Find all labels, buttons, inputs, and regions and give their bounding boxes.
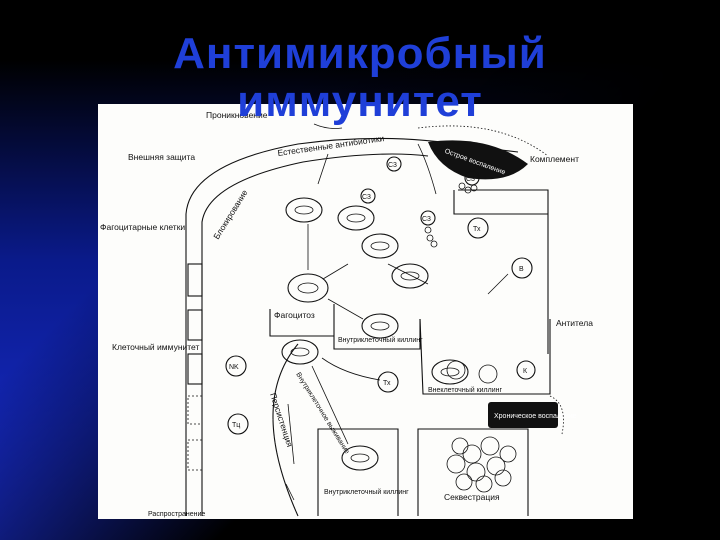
bottom-compartment-right (417, 428, 529, 516)
phagocytosis-compartment (269, 309, 334, 337)
phagocyte-cell (391, 263, 429, 289)
phagocyte-nucleus (294, 205, 314, 215)
chronic-inflammation-label: Хроническое воспаление (494, 413, 577, 420)
bead (470, 184, 478, 192)
small-cell (478, 364, 498, 384)
outer-wall-line (185, 137, 519, 516)
phagocyte-cell (341, 445, 379, 471)
tx-label-1: Тх (473, 226, 481, 233)
c3-circle-1 (386, 156, 402, 172)
persistence-label: Персистенция (268, 392, 295, 449)
phagocyte-nucleus (297, 282, 319, 294)
arrow-line (387, 263, 429, 285)
k-cell (516, 360, 536, 380)
complement-shape (428, 140, 528, 180)
tx-cell-1 (467, 217, 489, 239)
c3-circle-3 (464, 170, 480, 186)
intracellular-killing-box (333, 304, 421, 350)
phagocytes-label: Фагоцитарные клетки (100, 222, 185, 232)
granuloma (446, 436, 517, 493)
extracellular-killing-label: Внеклеточный киллинг (428, 386, 502, 394)
bead (458, 182, 466, 190)
c3-label-4: C3 (422, 216, 431, 223)
tx-label-2: Тх (383, 380, 391, 387)
arrow-line (487, 273, 509, 295)
c3-circle-2 (360, 188, 376, 204)
tx-cell-2 (377, 371, 399, 393)
right-boundary (458, 189, 549, 354)
bead (430, 240, 438, 248)
outer-defense-label: Внешняя защита (128, 152, 195, 162)
intracellular-killing-1-label: Внутриклеточный киллинг (338, 336, 423, 344)
nk-label: NK (229, 364, 239, 371)
k-label: К (523, 368, 528, 375)
complement-dashed-arc (417, 125, 549, 157)
nk-cell (225, 355, 247, 377)
spread-label: Распространение (148, 511, 205, 518)
sequestration-label: Секвестрация (444, 492, 500, 502)
wall-cell-5 (187, 439, 203, 471)
phagocyte-nucleus (290, 347, 310, 357)
phagocyte-nucleus (370, 321, 390, 331)
phagocyte-nucleus (370, 241, 390, 251)
center-dashed-divider (272, 343, 299, 517)
wall-cell-3 (187, 353, 203, 385)
tc-label: Тц (232, 422, 240, 429)
phagocyte-nucleus (440, 367, 460, 377)
bead (464, 186, 472, 194)
complement-label: Комплемент (530, 154, 579, 164)
intracellular-survival-label: Внутриклеточное выживание (294, 371, 350, 455)
chronic-dashed-arc (549, 395, 564, 435)
inner-wall-line (201, 153, 429, 516)
bead (424, 226, 432, 234)
b-cell (511, 257, 533, 279)
phagocyte-cell (361, 313, 399, 339)
arrow-line (417, 143, 437, 195)
chronic-inflammation-box (488, 402, 558, 428)
arrow-line (322, 263, 349, 280)
arrow-line (321, 357, 381, 381)
arrow-line (317, 153, 329, 185)
slide-title-line-1: Антимикробный (173, 29, 547, 78)
c3-label-1: C3 (388, 162, 397, 169)
antibodies-label: Антитела (556, 318, 593, 328)
c3-circle-4 (420, 210, 436, 226)
penetration-label: Проникновение (206, 110, 268, 120)
arrow-line (287, 403, 295, 465)
phagocyte-cell (287, 273, 329, 303)
b-label: В (519, 266, 524, 273)
arrow-line (311, 365, 349, 445)
cellular-immunity-label: Клеточный иммунитет (112, 342, 200, 352)
wall-cell-4 (187, 395, 203, 425)
arrow-line (313, 123, 343, 129)
phagocyte-nucleus (350, 453, 370, 463)
blocking-label: Блокирование (211, 188, 250, 241)
wall-cell-1 (187, 263, 203, 297)
phagocyte-nucleus (400, 271, 420, 281)
bead (426, 234, 434, 242)
slide-title-line-2: иммунитет (237, 77, 483, 126)
phagocyte-cell (281, 339, 319, 365)
arrow-line (327, 298, 364, 320)
c3-label-2: C3 (362, 194, 371, 201)
phagocyte-cell (285, 197, 323, 223)
immunity-diagram: Острое воспаление Проникновение Естестве… (98, 104, 633, 519)
right-inner-wall (453, 190, 548, 215)
extracellular-box (419, 318, 551, 395)
phagocyte-cell (431, 359, 469, 385)
bottom-compartment-left (317, 428, 399, 516)
phagocyte-cell (361, 233, 399, 259)
arrow-line (285, 483, 295, 501)
c3-label-3: C3 (466, 176, 475, 183)
intracellular-killing-2-label: Внутриклеточный киллинг (324, 488, 409, 496)
phagocyte-cell (337, 205, 375, 231)
tc-cell (227, 413, 249, 435)
phagocytosis-label: Фагоцитоз (274, 310, 315, 320)
wall-cell-2 (187, 309, 203, 341)
phagocyte-nucleus (346, 213, 366, 223)
phagocyte-group (281, 197, 469, 471)
